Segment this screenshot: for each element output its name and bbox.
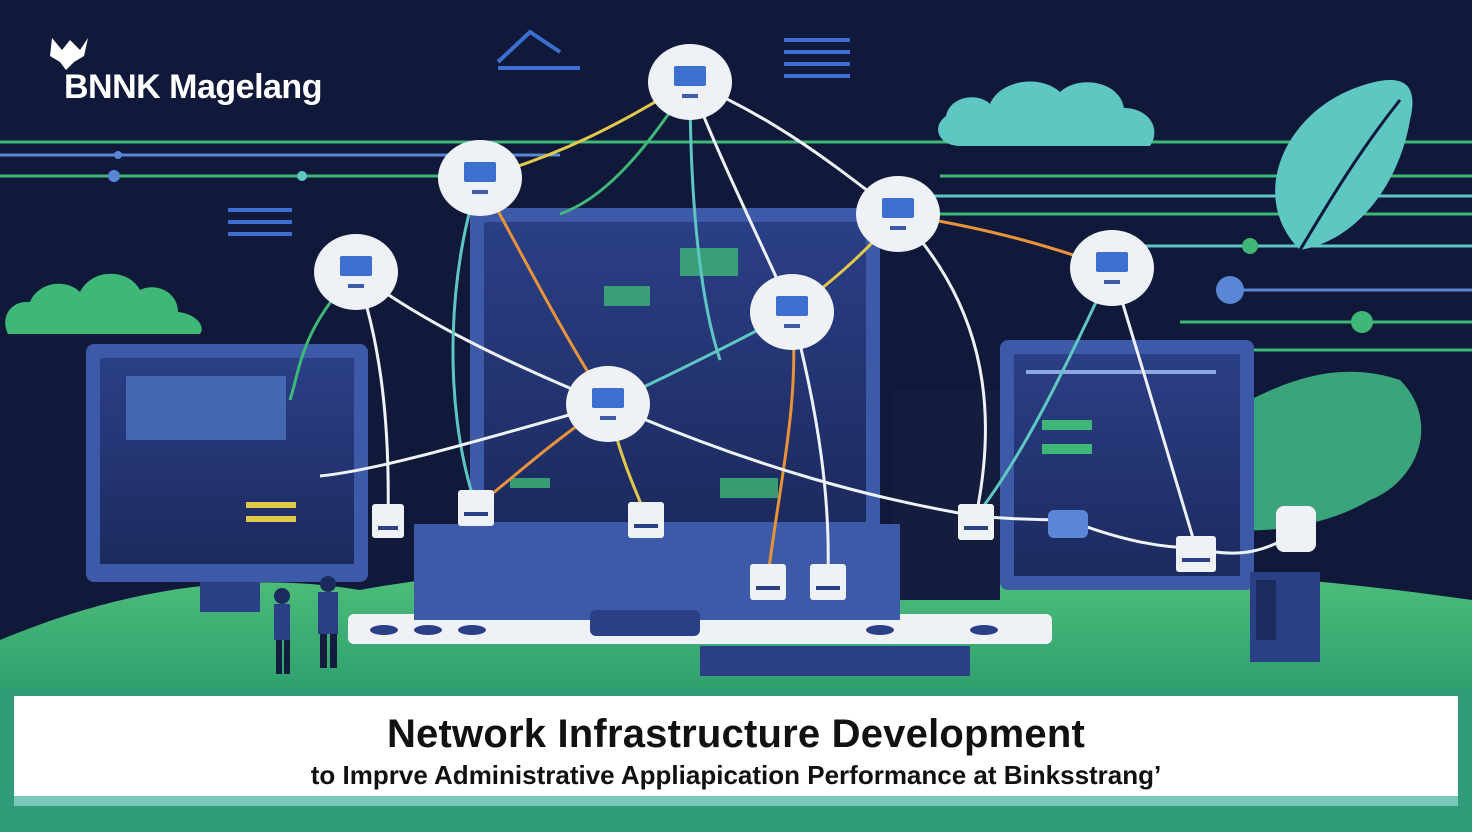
- switch-box: [372, 490, 1216, 600]
- title-banner: [14, 696, 1458, 796]
- router-node: [438, 140, 522, 216]
- router-node: [750, 274, 834, 350]
- bird-emblem-icon: [50, 38, 88, 70]
- banner-title: Network Infrastructure Development: [386, 712, 1086, 756]
- brand-name: BNNK Magelang: [64, 68, 322, 106]
- router-node: [314, 234, 398, 310]
- switch-ports: [378, 512, 1210, 590]
- server-tower: [1250, 572, 1320, 662]
- menu-lines-icon: [784, 38, 850, 78]
- server-rack-dark: [892, 390, 1000, 600]
- router-node: [566, 366, 650, 442]
- platform-feet: [370, 625, 998, 635]
- person-figure: [318, 576, 338, 668]
- cloud-left-icon: [5, 273, 202, 334]
- banner-subtitle: to Imprve Administrative Appliapication …: [310, 760, 1162, 790]
- leaf-top-right-icon: [1275, 80, 1413, 251]
- router-node: [1070, 230, 1154, 306]
- monitor-left: [86, 344, 368, 612]
- brand-logo: BNNK Magelang: [48, 38, 322, 107]
- person-figure: [274, 588, 290, 674]
- logo-mark-spacer: [48, 38, 88, 72]
- router-node: [648, 44, 732, 120]
- chevron-decor-icon: [496, 29, 580, 70]
- storage-drum: [1048, 506, 1316, 552]
- data-lines: [0, 140, 1472, 352]
- router-node: [856, 176, 940, 252]
- cloud-right-icon: [938, 81, 1155, 146]
- switch-platform: [348, 524, 1052, 676]
- menu-lines-icon-left: [228, 208, 292, 236]
